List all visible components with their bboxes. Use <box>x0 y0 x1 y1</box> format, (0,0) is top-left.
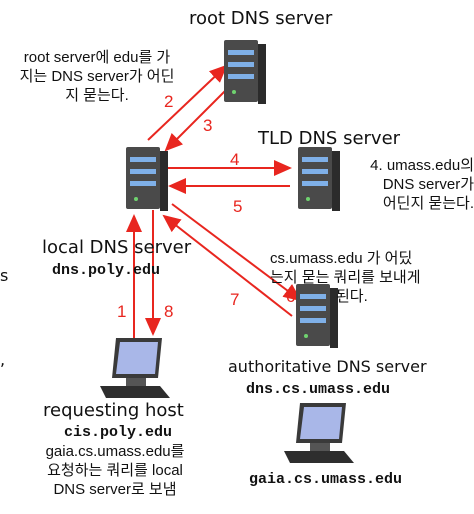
note-tld-line-1: 4. umass.edu의 <box>370 157 474 174</box>
step-label-7: 7 <box>230 290 240 309</box>
note-root-line-2: 지는 DNS server가 어딘 <box>19 68 175 85</box>
step-label-6: 6 <box>286 287 296 306</box>
edge-fragment-comma: , <box>0 350 6 369</box>
arrow-step-6 <box>171 203 302 302</box>
note-tld-query: 4. umass.edu의 DNS server가 어딘지 묻는다. <box>342 156 474 213</box>
local-server-title: local DNS server <box>42 237 192 258</box>
auth-server-host: dns.cs.umass.edu <box>246 381 391 398</box>
note-host-line-1: gaia.cs.umass.edu를 <box>45 443 185 460</box>
note-tld-line-3: 어딘지 묻는다. <box>382 195 474 212</box>
step-label-5: 5 <box>233 197 243 216</box>
note-root-line-3: 지 묻는다. <box>65 87 129 104</box>
requesting-host-title: requesting host <box>43 400 184 421</box>
auth-server-title: authoritative DNS server <box>228 357 427 376</box>
requesting-host-icon <box>100 338 170 398</box>
local-server-host: dns.poly.edu <box>52 262 161 279</box>
note-tld-line-2: DNS server가 <box>382 176 474 193</box>
note-root-line-1: root server에 edu를 가 <box>23 49 171 66</box>
root-server-icon <box>224 40 266 104</box>
local-server-icon <box>126 147 168 211</box>
gaia-host-name: gaia.cs.umass.edu <box>249 471 403 488</box>
step-label-8: 8 <box>164 302 174 321</box>
note-auth-line-3: 된다. <box>336 288 368 305</box>
note-root-query: root server에 edu를 가 지는 DNS server가 어딘 지 … <box>2 48 192 105</box>
arrow-step-2 <box>147 64 228 141</box>
note-auth-line-2: 는지 묻는 쿼리를 보내게 <box>270 269 421 286</box>
arrow-step-7 <box>162 214 293 317</box>
edge-fragment-s: s <box>0 266 9 285</box>
root-server-title: root DNS server <box>189 8 333 29</box>
note-host-line-2: 요청하는 쿼리를 local <box>47 462 183 479</box>
step-label-3: 3 <box>203 116 213 135</box>
note-host-line-3: DNS server로 보냄 <box>53 481 177 498</box>
auth-server-icon <box>296 284 338 348</box>
step-label-4: 4 <box>230 150 240 169</box>
tld-server-title: TLD DNS server <box>258 128 401 149</box>
gaia-host-icon <box>284 403 354 463</box>
step-label-1: 1 <box>117 302 127 321</box>
note-auth-line-1: cs.umass.edu 가 어딨 <box>270 250 413 267</box>
requesting-host-name: cis.poly.edu <box>64 424 173 441</box>
step-label-2: 2 <box>164 92 174 111</box>
note-auth-query: cs.umass.edu 가 어딨 는지 묻는 쿼리를 보내게 된다. <box>270 249 448 306</box>
note-host-query: gaia.cs.umass.edu를 요청하는 쿼리를 local DNS se… <box>20 442 210 499</box>
tld-server-icon <box>298 147 340 211</box>
